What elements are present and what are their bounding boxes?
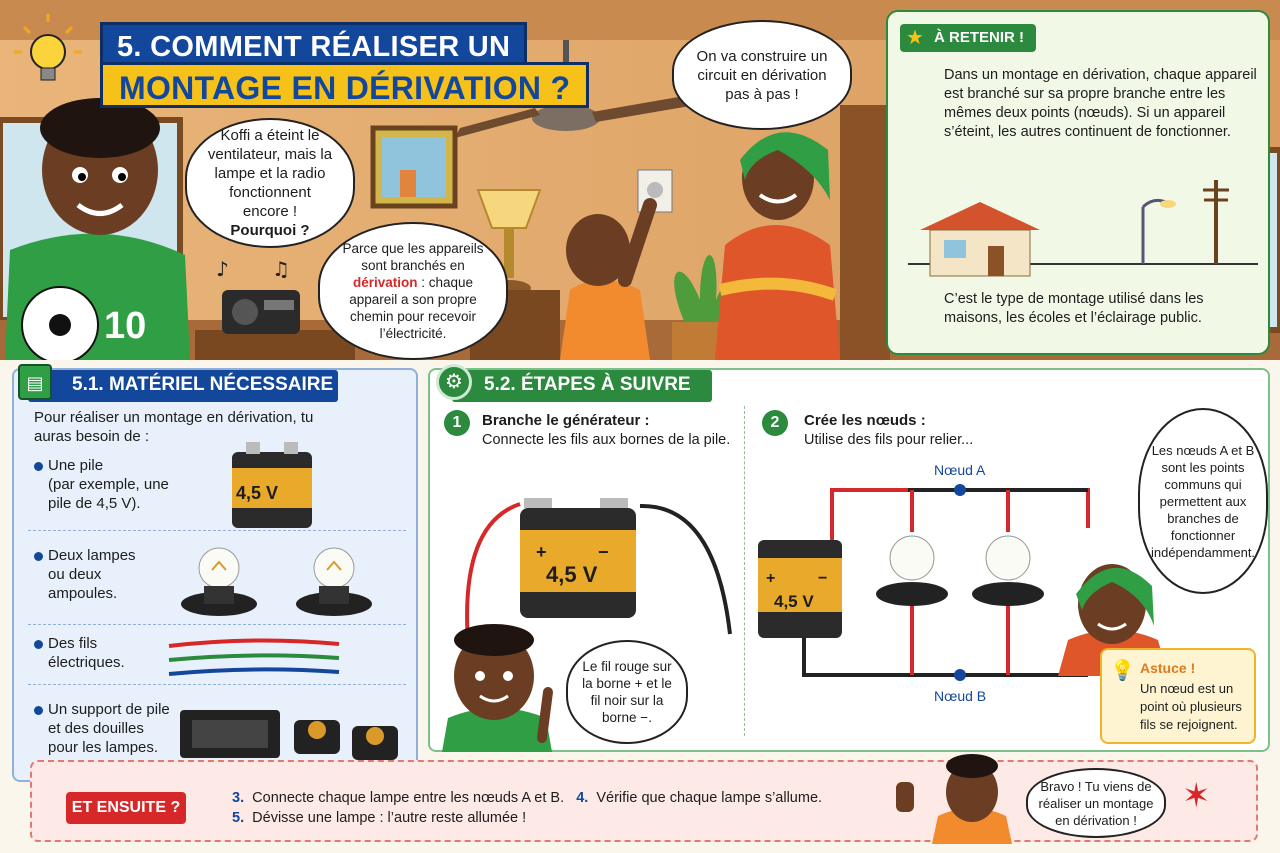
materiel-intro: Pour réaliser un montage en dérivation, … — [34, 409, 314, 445]
child-pressing-switch — [560, 198, 657, 360]
step1-battery-label: 4,5 V — [546, 562, 598, 587]
ensuite-step5: 5. Dévisse une lampe : l’autre reste all… — [232, 810, 527, 826]
step2-text: Utilise des fils pour relier... — [804, 432, 974, 448]
mother-tip-text: Les nœuds A et B sont les points communs… — [1150, 442, 1256, 560]
node-b-dot — [954, 669, 966, 681]
star-burst-icon: ✶ — [1182, 777, 1211, 815]
house-streetlight-illustration — [908, 180, 1258, 277]
step1-text: Connecte les fils aux bornes de la pile. — [482, 432, 731, 448]
step1-title: Branche le générateur : — [482, 412, 650, 429]
item-pile-label: Une pile(par exemple, une pile de 4,5 V)… — [48, 457, 169, 512]
two-bulbs-icon — [181, 547, 372, 616]
materiel-panel: 5.1. MATÉRIEL NÉCESSAIRE ▤ Pour réaliser… — [12, 364, 418, 782]
bravo-bubble: Bravo ! Tu viens de réaliser un montage … — [1026, 768, 1166, 838]
mother-speech-text: On va construire un circuit en dérivatio… — [696, 47, 828, 103]
retenir-card: ★ À RETENIR ! Dans un montage en dérivat… — [886, 10, 1270, 355]
retenir-label: ★ À RETENIR ! — [900, 24, 1036, 52]
answer-highlight: dérivation — [352, 275, 418, 290]
book-icon: ▤ — [18, 364, 52, 400]
parallel-circuit-diagram — [758, 484, 1090, 681]
ensuite-step3: 3. Connecte chaque lampe entre les nœuds… — [232, 790, 823, 806]
node-a-label: Nœud A — [934, 462, 986, 478]
step2-plus: + — [766, 570, 776, 587]
boy-question-text: Koffi a éteint le ventilateur, mais la l… — [207, 127, 333, 220]
bravo-text: Bravo ! Tu viens de réaliser un montage … — [1038, 778, 1154, 828]
ensuite-label: ET ENSUITE ? — [66, 792, 186, 824]
boy-with-ball — [5, 98, 190, 360]
ensuite-panel: ET ENSUITE ? 3. Connecte chaque lampe en… — [30, 754, 1258, 844]
music-note-icon: ♫ — [272, 257, 290, 281]
boy-tip-text: Le fil rouge sur la borne + et le fil no… — [582, 659, 672, 725]
step2-title: Crée les nœuds : — [804, 412, 926, 429]
materiel-title: 5.1. MATÉRIEL NÉCESSAIRE — [28, 370, 338, 402]
boy-tip-bubble: Le fil rouge sur la borne + et le fil no… — [566, 640, 688, 744]
mother-tip-bubble: Les nœuds A et B sont les points communs… — [1138, 408, 1268, 594]
mother-speech-bubble: On va construire un circuit en dérivatio… — [672, 20, 852, 130]
step1-minus: − — [598, 542, 609, 562]
music-note-icon: ♪ — [216, 257, 229, 281]
astuce-text: Un nœud est un point où plusieurs fils s… — [1140, 681, 1242, 732]
node-a-dot — [954, 484, 966, 496]
jersey-number: 10 — [104, 305, 146, 347]
retenir-text: Dans un montage en dérivation, chaque ap… — [944, 67, 1257, 140]
page-title-line1: 5. COMMENT RÉALISER UN — [100, 22, 528, 66]
page-title-line2: MONTAGE EN DÉRIVATION ? — [100, 62, 590, 108]
astuce-box: 💡 Astuce ! Un nœud est un point où plusi… — [1100, 648, 1256, 744]
item-lampes-label: Deux lampes ou deux ampoules. — [48, 547, 136, 602]
star-icon: ★ — [906, 27, 924, 49]
boy-pointing — [442, 624, 553, 752]
answer-text-after: : chaque appareil a son propre chemin po… — [349, 275, 477, 341]
boy-question-emphasis: Pourquoi ? — [230, 222, 310, 239]
step2-battery-label: 4,5 V — [774, 592, 814, 611]
battery-holder-icon — [180, 710, 398, 760]
step2-number: 2 — [762, 410, 788, 436]
answer-bubble: Parce que les appareils sont branchés en… — [318, 222, 508, 360]
etapes-title: 5.2. ÉTAPES À SUIVRE — [452, 370, 712, 402]
retenir-footer: C’est le type de montage utilisé dans le… — [944, 291, 1204, 326]
radio-icon — [222, 290, 300, 334]
node-b-label: Nœud B — [934, 688, 987, 704]
etapes-panel: 5.2. ÉTAPES À SUIVRE ⚙ 1 Branche le géné… — [428, 364, 1270, 752]
item-support-label: Un support de pile et des douilles pour … — [48, 701, 170, 756]
astuce-title: Astuce ! — [1140, 660, 1196, 676]
boy-question-bubble: Koffi a éteint le ventilateur, mais la l… — [185, 118, 355, 248]
lightbulb-icon — [14, 14, 82, 81]
gear-icon: ⚙ — [436, 364, 472, 400]
battery-icon — [232, 442, 312, 528]
step1-plus: + — [536, 542, 547, 562]
battery-label: 4,5 V — [236, 483, 279, 503]
step1-number: 1 — [444, 410, 470, 436]
answer-text-before: Parce que les appareils sont branchés en — [342, 241, 484, 273]
wires-icon — [168, 638, 340, 676]
boy-thumbs-up — [896, 754, 1012, 844]
battery-with-wires-illustration — [465, 498, 732, 643]
item-fils-label: Des fils électriques. — [48, 635, 125, 671]
step2-minus: − — [818, 570, 828, 587]
mother — [715, 132, 840, 360]
lightbulb-icon: 💡 — [1110, 660, 1135, 682]
